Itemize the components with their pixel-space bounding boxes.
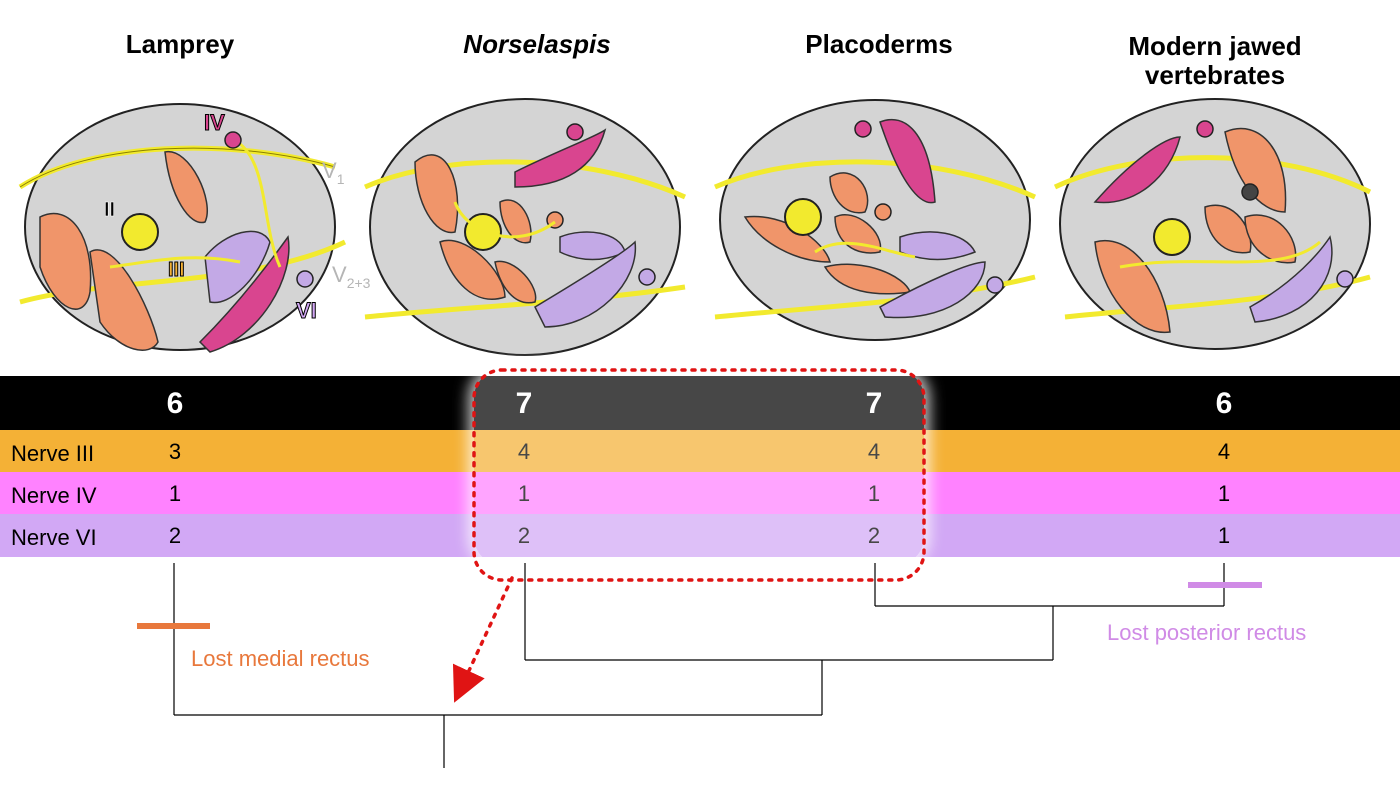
nerve-iv-norselaspis: 1 <box>517 481 531 506</box>
nerve-iii-jawed-vertebrates: 4 <box>1217 439 1231 464</box>
dotted-highlight-box <box>472 368 926 582</box>
nerve-vi-placoderms: 2 <box>867 523 881 548</box>
nerve-iii-norselaspis: 4 <box>517 439 531 464</box>
nerve-iv-lamprey: 1 <box>168 481 182 506</box>
nerve-iv-label: Nerve IV <box>11 483 97 508</box>
orbit-label-ii: II <box>104 199 115 221</box>
orbit-label-v23: V2+3 <box>332 262 371 291</box>
total-lamprey: 6 <box>166 387 184 420</box>
nerve-iii-lamprey: 3 <box>168 439 182 464</box>
nerve-vi-norselaspis: 2 <box>517 523 531 548</box>
taxon-title-placoderms: Placoderms <box>805 29 953 59</box>
orbit-diagram-lamprey: II III IV VI V1 V2+3 <box>18 103 371 353</box>
lost-medial-rectus-label: Lost medial rectus <box>191 646 370 671</box>
orbit-label-iv: IV <box>204 110 225 135</box>
taxon-title-line-2: vertebrates <box>1144 60 1286 90</box>
nerve-vi-lamprey: 2 <box>168 523 182 548</box>
nerve-vi-jawed-vertebrates: 1 <box>1217 523 1231 548</box>
cladogram-branches <box>173 563 1225 768</box>
taxon-title-lamprey: Lamprey <box>125 29 235 59</box>
nerve-vi-row: Nerve VI 2 2 2 1 <box>0 514 1400 557</box>
lost-posterior-rectus-label: Lost posterior rectus <box>1107 620 1307 645</box>
taxon-title-jawed-vertebrates: Modern jawed vertebrates <box>1085 32 1345 90</box>
orbit-diagram-placoderms <box>713 99 1037 341</box>
orbit-diagram-norselaspis <box>363 98 687 356</box>
total-placoderms: 7 <box>865 387 883 420</box>
total-norselaspis: 7 <box>515 387 533 420</box>
nerve-iv-placoderms: 1 <box>867 481 881 506</box>
orbit-label-v1: V1 <box>322 158 345 187</box>
dotted-arrow-to-ancestor <box>452 576 514 703</box>
taxon-title-line-1: Modern jawed <box>1128 31 1302 61</box>
orbit-label-iii: III <box>168 259 185 281</box>
nerve-iv-row: Nerve IV 1 1 1 1 <box>0 472 1400 514</box>
nerve-vi-label: Nerve VI <box>11 525 97 550</box>
total-muscles-row: 6 7 7 6 <box>0 376 1400 430</box>
seven-muscle-highlight-glow <box>474 370 924 565</box>
nerve-iii-row: Nerve III 3 4 4 4 <box>0 430 1400 472</box>
nerve-iii-label: Nerve III <box>11 441 95 466</box>
orbit-label-vi: VI <box>296 298 317 323</box>
nerve-iii-placoderms: 4 <box>867 439 881 464</box>
taxon-title-norselaspis: Norselaspis <box>463 29 611 59</box>
nerve-iv-jawed-vertebrates: 1 <box>1217 481 1231 506</box>
total-jawed-vertebrates: 6 <box>1215 387 1233 420</box>
orbit-diagram-jawed-vertebrates <box>1053 98 1372 350</box>
